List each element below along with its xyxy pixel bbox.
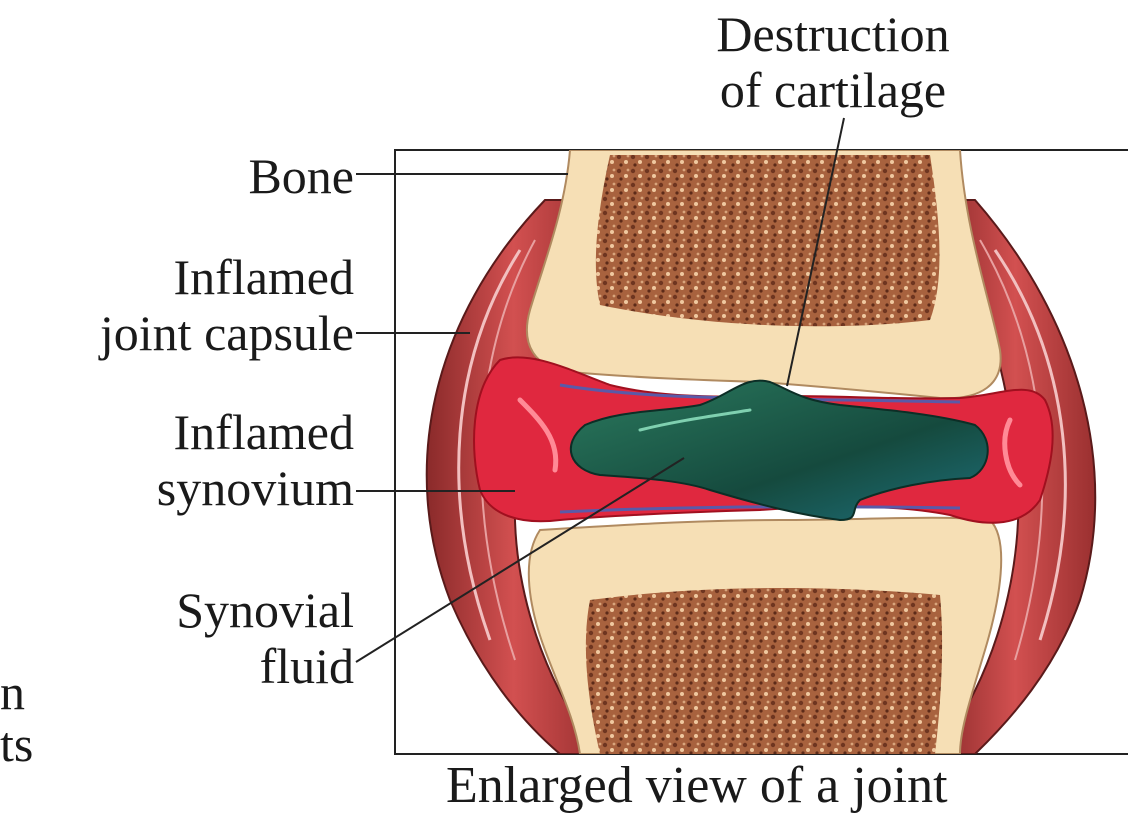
label-capsule-line1: Inflamed bbox=[100, 249, 354, 305]
lower-marrow bbox=[586, 588, 942, 754]
label-cartilage-line1: Destruction bbox=[663, 6, 1003, 62]
label-inflamed-synovium: Inflamed synovium bbox=[157, 404, 354, 516]
label-capsule-line2: joint capsule bbox=[100, 305, 354, 361]
label-bone: Bone bbox=[248, 148, 354, 204]
label-destruction-of-cartilage: Destruction of cartilage bbox=[663, 6, 1003, 118]
label-inflamed-joint-capsule: Inflamed joint capsule bbox=[100, 249, 354, 361]
label-synovial-fluid: Synovial fluid bbox=[176, 582, 354, 694]
figure-caption: Enlarged view of a joint bbox=[446, 756, 948, 815]
label-bone-text: Bone bbox=[248, 148, 354, 204]
cropped-text-line2: ts bbox=[0, 716, 33, 772]
label-fluid-line2: fluid bbox=[176, 638, 354, 694]
cropped-text-line1: n bbox=[0, 664, 25, 720]
label-synovium-line1: Inflamed bbox=[157, 404, 354, 460]
label-synovium-line2: synovium bbox=[157, 460, 354, 516]
upper-marrow bbox=[596, 155, 940, 326]
label-cartilage-line2: of cartilage bbox=[663, 62, 1003, 118]
label-fluid-line1: Synovial bbox=[176, 582, 354, 638]
